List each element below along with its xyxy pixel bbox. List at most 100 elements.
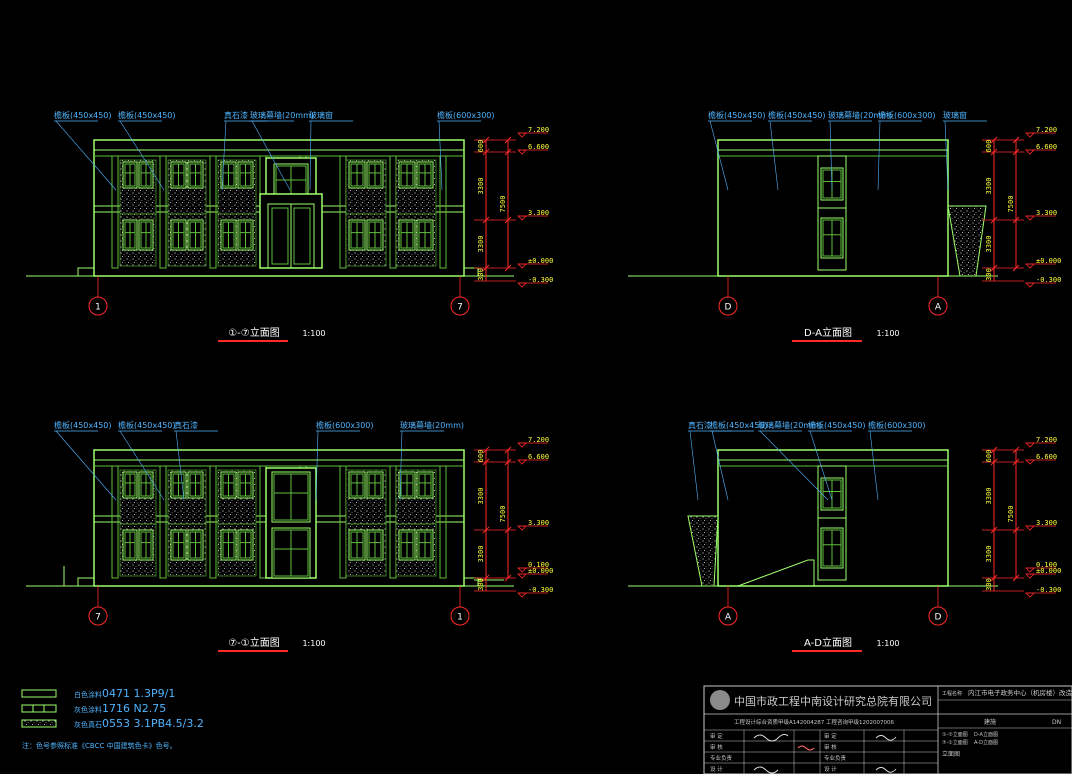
window <box>122 161 138 189</box>
window <box>416 471 434 499</box>
axis-label: 7 <box>457 303 463 313</box>
level-mark: 3.300 <box>517 519 549 531</box>
callout: 檐板(600x300) <box>437 110 495 191</box>
elevation-4: 真石漆檐板(450x450)玻璃幕墙(20mm)檐板(450x450)檐板(60… <box>628 420 1061 652</box>
pilaster <box>159 465 167 579</box>
dimension-text: 300 <box>477 268 485 281</box>
axis-circle <box>88 606 108 626</box>
project-name: 内江市电子政务中心（机房楼）改造 <box>968 688 1072 697</box>
dimension-text: 7500 <box>1007 506 1015 523</box>
drawing-label: A-D立面图 <box>974 739 998 746</box>
callout-label: 檐板(600x300) <box>316 420 374 430</box>
tb-row-label: 设 计 <box>710 765 723 773</box>
stamp-mark <box>797 745 815 751</box>
elevation-title-text: D-A立面图 <box>804 326 852 339</box>
level-triangle <box>517 573 527 579</box>
callout-leader <box>175 430 185 501</box>
callout-label: 真石漆 <box>174 420 198 430</box>
stair-window <box>820 217 844 259</box>
level-value: 3.300 <box>528 519 549 527</box>
callout: 檐板(600x300) <box>868 420 926 501</box>
dim-slash <box>482 574 490 582</box>
dim-slash <box>482 264 490 272</box>
window <box>366 161 384 189</box>
level-triangle <box>517 149 527 155</box>
level-triangle <box>1025 149 1035 155</box>
level-mark: 6.600 <box>1025 143 1057 155</box>
tb-row-label: 设 计 <box>824 765 837 773</box>
level-triangle <box>1025 459 1035 465</box>
callout: 玻璃窗 <box>309 110 353 191</box>
pilaster <box>439 155 447 269</box>
level-value: 6.600 <box>1036 453 1057 461</box>
door-leaf <box>271 207 289 265</box>
elevation-scale: 1:100 <box>876 329 899 338</box>
window <box>138 529 154 561</box>
window <box>416 161 434 189</box>
callout-leader <box>769 120 779 191</box>
level-dimension-column: 6003300750033003007.2006.6003.300±0.000-… <box>474 126 553 288</box>
axis-bubble: A <box>928 276 948 316</box>
window <box>366 529 384 561</box>
dim-slash <box>482 136 490 144</box>
signature <box>753 766 779 774</box>
level-triangle <box>1025 573 1035 579</box>
tb-row-label: 审 定 <box>710 732 723 740</box>
dim-slash <box>1012 148 1020 156</box>
axis-bubble: D <box>928 586 948 626</box>
dimension-text: 300 <box>477 578 485 591</box>
axis-label: A <box>935 303 942 313</box>
axis-bubble: A <box>718 586 738 626</box>
dim-slash <box>1012 526 1020 534</box>
callout-leader <box>119 120 165 191</box>
dim-slash <box>504 216 512 224</box>
window <box>122 219 138 251</box>
level-mark: 6.600 <box>517 453 549 465</box>
level-mark: 0.100 <box>1025 561 1057 573</box>
dimension-text: 3300 <box>985 236 993 253</box>
dimension-text: 3300 <box>477 236 485 253</box>
dimension-text: 300 <box>985 578 993 591</box>
legend-note: 注：色号参照标准《CBCC 中国建筑色卡》色号。 <box>22 741 177 750</box>
axis-label: 1 <box>95 303 101 313</box>
elevation-title-text: ⑦-①立面图 <box>228 636 280 649</box>
callout-label: 檐板(600x300) <box>868 420 926 430</box>
dim-slash <box>482 216 490 224</box>
axis-label: 7 <box>95 613 101 623</box>
level-triangle <box>517 567 527 573</box>
feature-wall <box>947 205 987 277</box>
level-mark: ±0.000 <box>1025 257 1061 269</box>
level-mark: ±0.000 <box>517 567 553 579</box>
dim-slash <box>990 526 998 534</box>
axis-circle <box>928 296 948 316</box>
level-mark: 7.200 <box>1025 126 1057 138</box>
window <box>187 529 204 561</box>
dim-slash <box>1012 216 1020 224</box>
level-value: ±0.000 <box>1036 567 1061 575</box>
elevation-1: 檐板(450x450)檐板(450x450)真石漆玻璃幕墙(20mm)玻璃窗檐板… <box>26 110 553 342</box>
axis-label: A <box>725 613 732 623</box>
level-triangle <box>517 132 527 138</box>
dimension-text: 300 <box>985 268 993 281</box>
dim-slash <box>1012 446 1020 454</box>
dimension-text: 3300 <box>985 178 993 195</box>
level-mark: -0.300 <box>1025 586 1061 598</box>
callout: 檐板(450x450) <box>54 420 117 501</box>
level-mark: 3.300 <box>1025 519 1057 531</box>
window <box>138 161 154 189</box>
level-value: 0.100 <box>1036 561 1057 569</box>
callout: 檐板(600x300) <box>877 110 936 191</box>
window <box>366 471 384 499</box>
axis-circle <box>450 606 470 626</box>
dim-slash <box>1012 574 1020 582</box>
callout: 玻璃幕墙(20mm) <box>828 110 892 191</box>
level-triangle <box>517 525 527 531</box>
dim-slash <box>1012 264 1020 272</box>
callout-leader <box>877 120 881 191</box>
level-value: 3.300 <box>1036 519 1057 527</box>
company-name: 中国市政工程中南设计研究总院有限公司 <box>734 694 932 708</box>
level-value: ±0.000 <box>528 257 553 265</box>
dimension-text: 7500 <box>499 506 507 523</box>
